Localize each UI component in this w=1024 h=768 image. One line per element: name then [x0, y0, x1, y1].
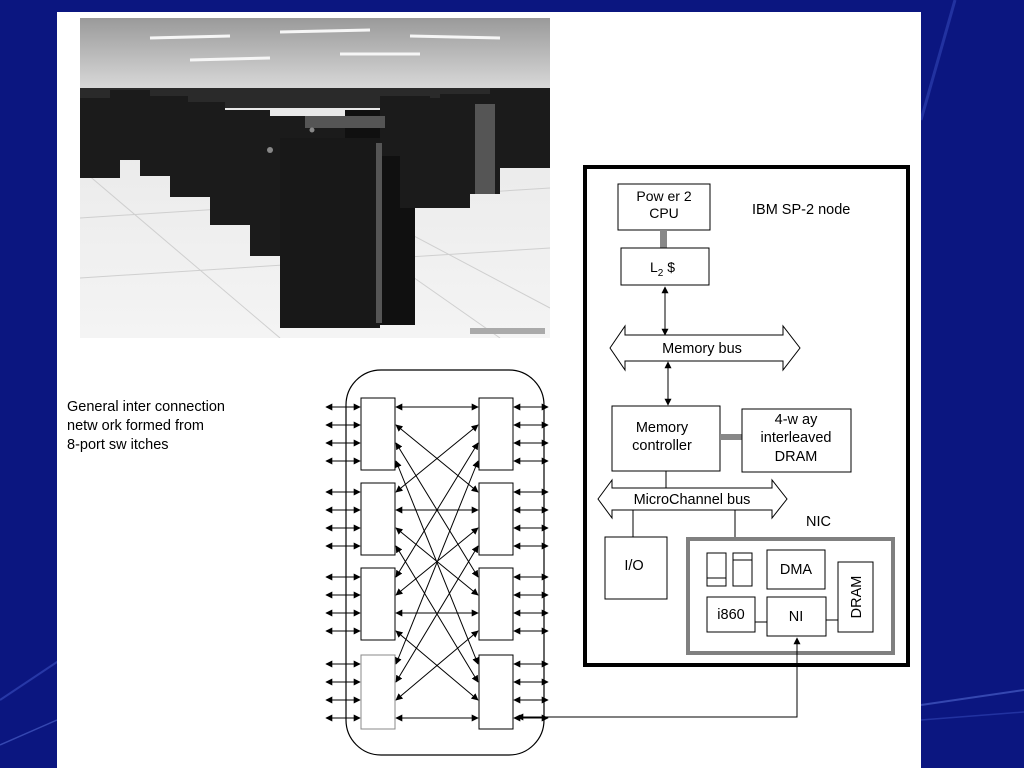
nic-dram-box: DRAM [837, 561, 874, 633]
controller-dram-link [720, 434, 742, 440]
ni-box: NI [766, 596, 827, 637]
network-ports-right [513, 403, 549, 722]
network-caption: General inter connection netw ork formed… [67, 398, 277, 455]
memory-controller-box: Memory controller [611, 405, 721, 472]
switch-stage-left [360, 397, 396, 730]
io-label: I/O [624, 558, 643, 574]
cpu-label-line2: CPU [649, 205, 679, 221]
memory-controller-line1: Memory [636, 420, 689, 436]
switch-box [478, 482, 514, 556]
caption-line: General inter connection [67, 399, 225, 415]
interleaved-dram-box: 4-w ay interleaved DRAM [741, 408, 852, 473]
supercomputer-photo [80, 18, 550, 338]
memory-controller-line2: controller [632, 438, 692, 454]
node-title: IBM SP-2 node [752, 202, 850, 218]
switch-box [360, 397, 396, 471]
cpu-label-line1: Pow er 2 [636, 188, 691, 204]
switch-stage-right [478, 397, 514, 730]
dram-line1: 4-w ay [775, 412, 818, 428]
nic-network-link [516, 637, 801, 721]
i860-label: i860 [717, 607, 744, 623]
microchannel-bus: MicroChannel bus [597, 478, 788, 520]
nic-small-chips [706, 552, 753, 587]
network-crosslinks [395, 403, 479, 722]
l2-cache-label: L2 $ [650, 259, 675, 279]
network-ports-left [325, 403, 361, 722]
dram-line2: interleaved [761, 430, 832, 446]
ni-label: NI [789, 609, 804, 625]
caption-line: 8-port sw itches [67, 437, 169, 453]
crossbar-link [395, 630, 479, 701]
io-box: I/O [604, 536, 668, 600]
cpu-l2-link [660, 230, 667, 248]
memory-bus-label: Memory bus [662, 341, 742, 357]
switch-box [478, 567, 514, 641]
l2-cache-box: L2 $ [620, 247, 710, 286]
dma-label: DMA [780, 562, 813, 578]
switch-box [360, 567, 396, 641]
dram-line3: DRAM [775, 449, 818, 465]
memory-bus: Memory bus [609, 324, 801, 372]
switch-box [478, 654, 514, 730]
switch-box [478, 397, 514, 471]
caption-line: netw ork formed from [67, 418, 204, 434]
network-enclosure [345, 369, 545, 756]
cpu-box: Pow er 2 CPU [617, 183, 711, 231]
microchannel-bus-label: MicroChannel bus [634, 492, 751, 508]
i860-box: i860 [706, 596, 756, 633]
nic-dram-label: DRAM [849, 576, 865, 619]
switch-box [360, 482, 396, 556]
dma-box: DMA [766, 549, 826, 590]
switch-box [360, 654, 396, 730]
nic-label: NIC [806, 514, 831, 530]
